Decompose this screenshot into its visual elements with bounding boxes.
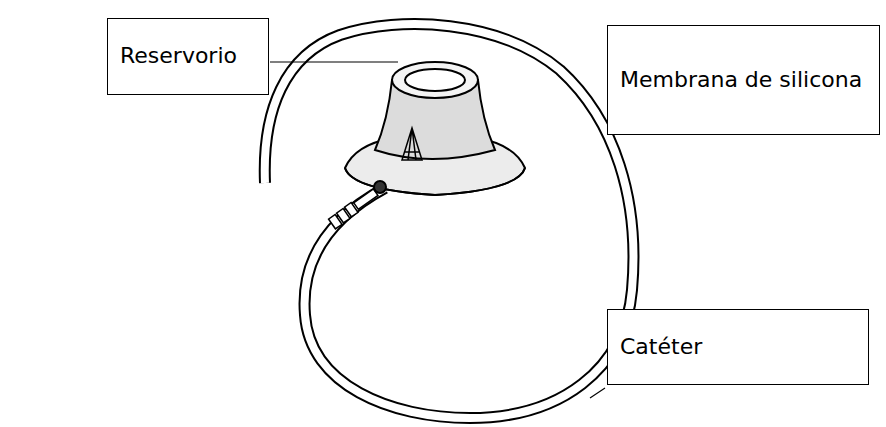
catheter-tube [265,24,634,418]
callout-box: Catéter [607,309,869,385]
callout-box: Reservorio [107,18,269,95]
callout-box: Membrana de silicona [607,25,880,135]
part-label: Catéter [620,333,702,362]
reservoir-body [345,62,525,195]
catheter-lumen [265,24,634,418]
catheter-connector [329,189,378,229]
part-label: Reservorio [120,42,237,71]
leader-line [590,388,605,398]
part-label: Membrana de silicona [620,66,862,95]
leader-line [270,61,398,62]
